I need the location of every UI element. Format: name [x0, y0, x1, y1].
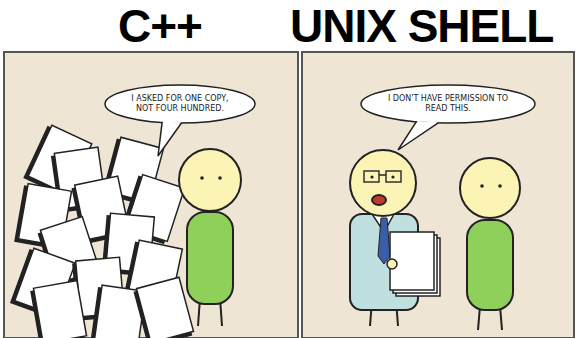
bubble-tail [158, 122, 181, 156]
bubble-tail-outline [158, 122, 181, 156]
bubble-tail-outline [398, 122, 438, 150]
panel-heading: C++ [118, 3, 202, 49]
speech-text: I ASKED FOR ONE COPY, NOT FOUR HUNDRED. [126, 94, 235, 114]
speech-bubble: I DON'T HAVE PERMISSION TO READ THIS. [360, 84, 536, 124]
green-character-left [179, 149, 241, 326]
bubble-tail [398, 121, 439, 150]
bald-character [350, 150, 440, 326]
speech-bubble: I ASKED FOR ONE COPY, NOT FOUR HUNDRED. [104, 84, 256, 124]
bubble-ellipse [105, 85, 255, 123]
bubble-ellipse [361, 85, 535, 123]
green-character-right [460, 158, 520, 330]
right-panel [302, 52, 574, 338]
panel-heading: UNIX SHELL [290, 3, 553, 49]
paper-pile [11, 124, 194, 338]
speech-text: I DON'T HAVE PERMISSION TO READ THIS. [385, 94, 512, 114]
